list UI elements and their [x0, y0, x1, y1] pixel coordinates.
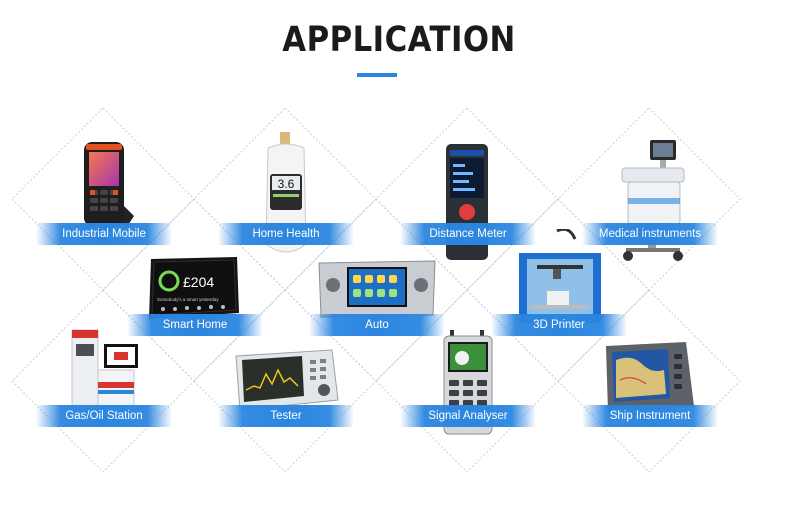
- svg-text:3.6: 3.6: [278, 177, 295, 191]
- tile-medical-instruments[interactable]: Medical instruments: [558, 108, 742, 292]
- smart-home-panel-icon: £204 Somebody's a smart yesterday: [149, 257, 239, 319]
- tile-label: Industrial Mobile: [36, 223, 172, 245]
- tile-home-health[interactable]: 3.6 Home Health: [194, 108, 378, 292]
- ship-chartplotter-icon: [606, 342, 694, 412]
- svg-text:£204: £204: [183, 274, 214, 290]
- title-underline: [357, 73, 397, 77]
- tile-label: Medical instruments: [582, 223, 718, 245]
- tile-label: 3D Printer: [491, 314, 627, 336]
- tile-tester[interactable]: Tester: [194, 290, 378, 474]
- tile-label: Home Health: [218, 223, 354, 245]
- tile-label: Ship Instrument: [582, 405, 718, 427]
- tile-3d-printer[interactable]: 3D Printer: [467, 199, 651, 383]
- car-radio-icon: [318, 260, 436, 318]
- tile-auto[interactable]: Auto: [285, 199, 469, 383]
- tile-distance-meter[interactable]: Distance Meter: [376, 108, 560, 292]
- tile-label: Distance Meter: [400, 223, 536, 245]
- tile-ship-instrument[interactable]: Ship Instrument: [558, 290, 742, 474]
- tile-label: Gas/Oil Station: [36, 405, 172, 427]
- page-title: APPLICATION: [282, 20, 516, 60]
- svg-text:Somebody's a smart yesterday: Somebody's a smart yesterday: [157, 297, 219, 302]
- tile-gas-oil-station[interactable]: Gas/Oil Station: [12, 290, 196, 474]
- industrial-mobile-icon: [84, 142, 134, 228]
- tile-label: Smart Home: [127, 314, 263, 336]
- tile-signal-analyser[interactable]: Signal Analyser: [376, 290, 560, 474]
- tile-industrial-mobile[interactable]: Industrial Mobile: [12, 108, 196, 292]
- 3d-printer-icon: [519, 229, 601, 323]
- tile-smart-home[interactable]: £204 Somebody's a smart yesterday Smart …: [103, 199, 287, 383]
- tile-label: Signal Analyser: [400, 405, 536, 427]
- spectrum-analyzer-icon: [235, 349, 339, 411]
- tile-label: Tester: [218, 405, 354, 427]
- tile-label: Auto: [309, 314, 445, 336]
